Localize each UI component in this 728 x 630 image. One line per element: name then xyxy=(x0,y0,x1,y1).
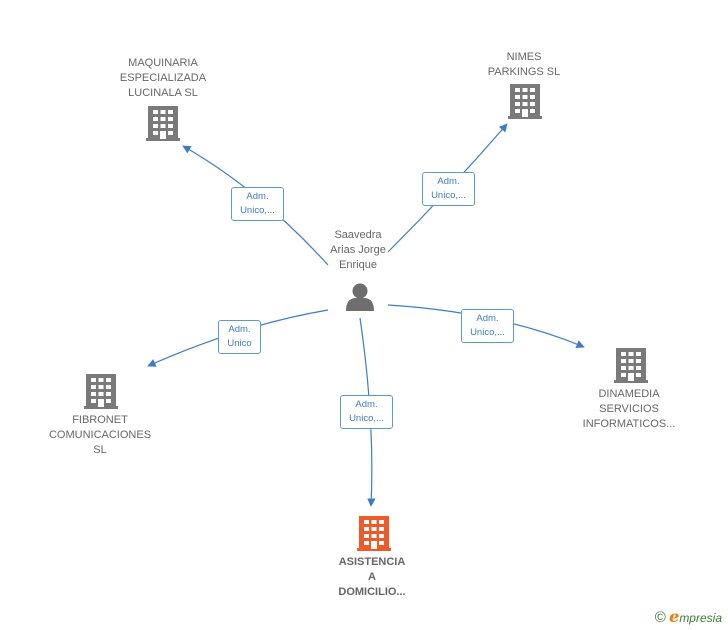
company-name-dinamedia[interactable]: DINAMEDIA SERVICIOS INFORMATICOS... xyxy=(582,388,676,430)
watermark: © empresia xyxy=(655,607,722,626)
copyright-symbol: © xyxy=(654,609,666,626)
building-icon[interactable] xyxy=(357,516,391,551)
company-name-fibronet[interactable]: FIBRONET COMUNICACIONES SL xyxy=(48,414,152,456)
building-icon[interactable] xyxy=(508,84,542,119)
person-name[interactable]: Saavedra Arias Jorge Enrique xyxy=(330,229,386,271)
company-name-nimes[interactable]: NIMES PARKINGS SL xyxy=(487,51,561,78)
person-icon[interactable] xyxy=(346,283,374,312)
brand-initial: e xyxy=(669,607,680,626)
edge-label-fibronet[interactable]: Adm. Unico xyxy=(218,320,261,354)
company-name-asistencia[interactable]: ASISTENCIA A DOMICILIO... xyxy=(338,556,406,598)
edge-label-nimes[interactable]: Adm. Unico,... xyxy=(422,172,475,206)
brand-name: mpresia xyxy=(679,611,722,625)
building-icon[interactable] xyxy=(84,374,118,409)
edge-label-asistencia[interactable]: Adm. Unico,... xyxy=(340,395,393,429)
edge-label-maquinaria[interactable]: Adm. Unico,... xyxy=(231,187,284,221)
building-icon[interactable] xyxy=(146,106,180,141)
building-icon[interactable] xyxy=(614,348,648,383)
edge-label-dinamedia[interactable]: Adm. Unico,... xyxy=(461,309,514,343)
company-name-maquinaria[interactable]: MAQUINARIA ESPECIALIZADA LUCINALA SL xyxy=(119,57,207,99)
